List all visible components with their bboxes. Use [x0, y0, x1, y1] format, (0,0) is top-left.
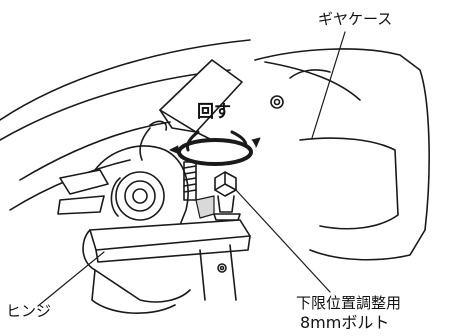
- hinge-assembly: [57, 127, 251, 314]
- gear-case-label: ギヤケース: [318, 10, 393, 28]
- rotate-arrow: [169, 130, 261, 166]
- bolt-label-line2: 8mmボルト: [300, 313, 390, 332]
- arm-plate: [149, 59, 243, 141]
- hinge-label: ヒンジ: [6, 302, 52, 320]
- adjust-bolt: [213, 171, 241, 221]
- support-bracket: [195, 195, 215, 219]
- gear-case: [254, 48, 430, 261]
- threaded-rod: [183, 161, 197, 201]
- turn-label: 回す: [197, 102, 231, 122]
- bolt-label-line1: 下限位置調整用: [296, 294, 402, 312]
- leader-lines: [37, 31, 346, 307]
